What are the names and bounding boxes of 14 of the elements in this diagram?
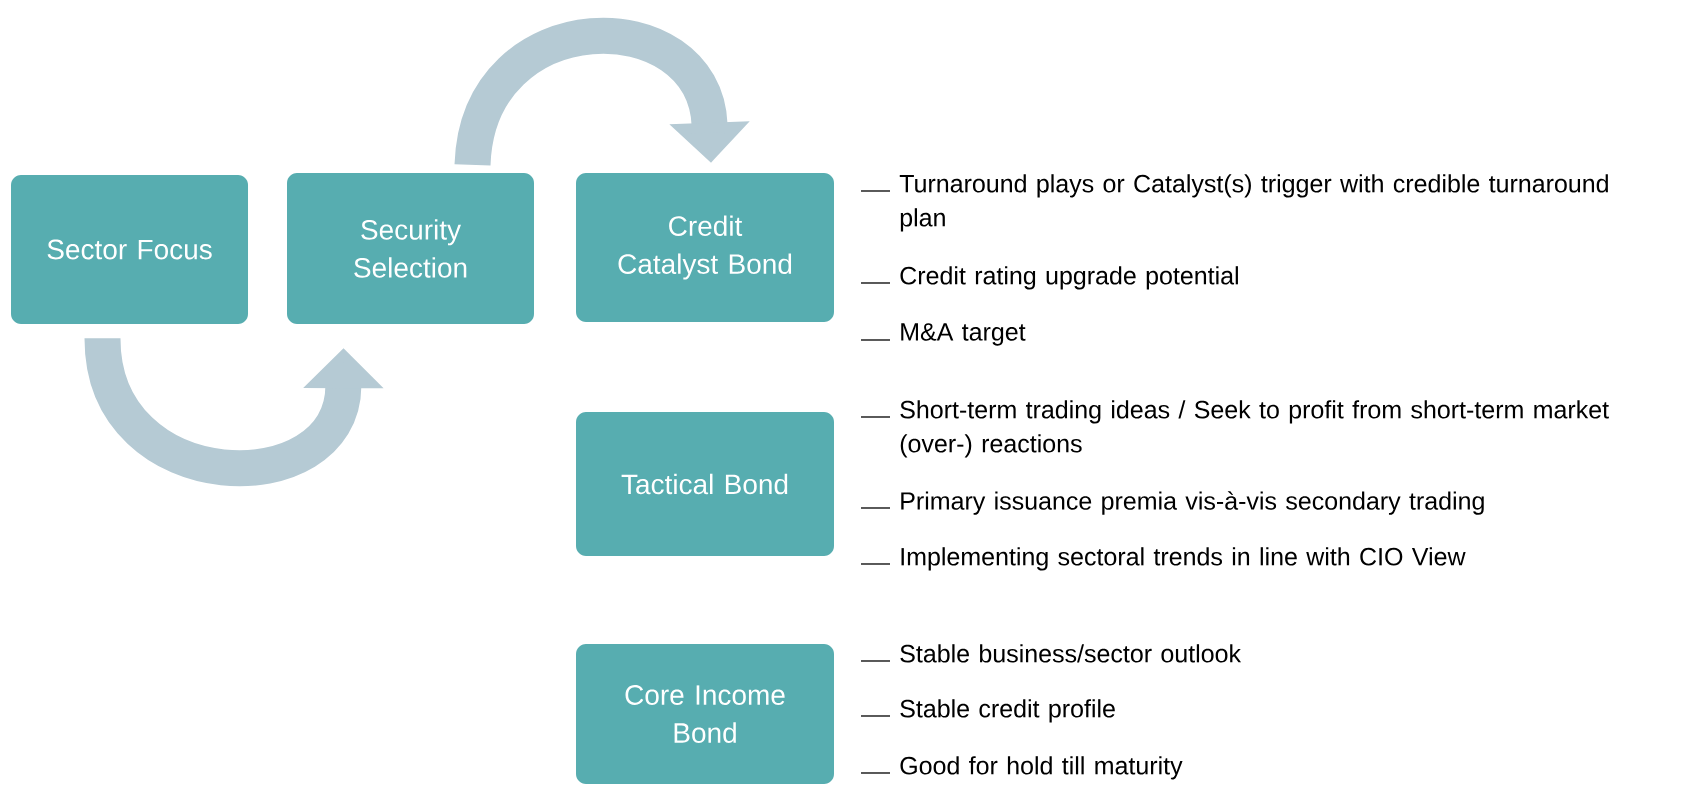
- process-box: Credit Catalyst Bond: [576, 173, 834, 322]
- bullet-text: M&A target: [901, 323, 1026, 346]
- process-box: Sector Focus: [11, 175, 248, 324]
- process-box: Tactical Bond: [576, 412, 834, 556]
- bullet-text: Stable business/sector outlook: [900, 644, 1242, 663]
- process-box: Security Selection: [287, 173, 534, 324]
- bullet-text: Good for hold till maturity: [900, 756, 1183, 780]
- bullet-text: Implementing sectoral trends in line with CIO View: [901, 547, 1466, 571]
- bullet-text: Turnaround plays or Catalyst(s) trigger with credible turnaround plan: [899, 174, 1608, 232]
- bullet-text: Stable credit profile: [900, 699, 1115, 723]
- process-box: Core Income Bond: [576, 644, 834, 784]
- bullet-text: Credit rating upgrade potential: [900, 266, 1238, 290]
- bullet-text: Short-term trading ideas / Seek to profit from short-term market (over-) reactions: [900, 400, 1609, 458]
- bullet-text: Primary issuance premia vis-à-vis secondary trading: [901, 491, 1484, 515]
